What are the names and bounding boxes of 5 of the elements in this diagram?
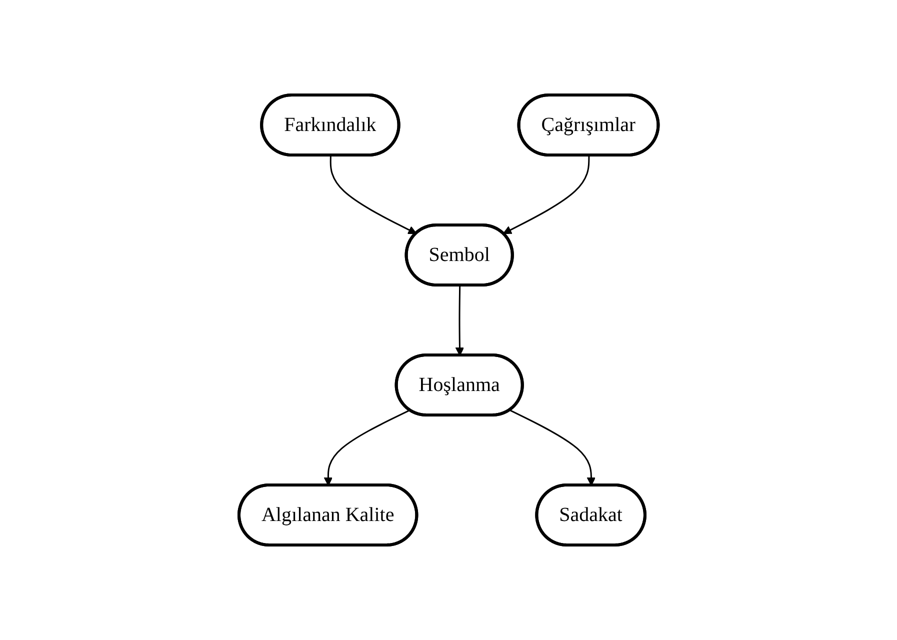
arrow [330, 156, 417, 234]
arrow [455, 285, 464, 356]
arrow [509, 410, 596, 486]
arrow [324, 410, 410, 486]
arrow [502, 156, 590, 234]
